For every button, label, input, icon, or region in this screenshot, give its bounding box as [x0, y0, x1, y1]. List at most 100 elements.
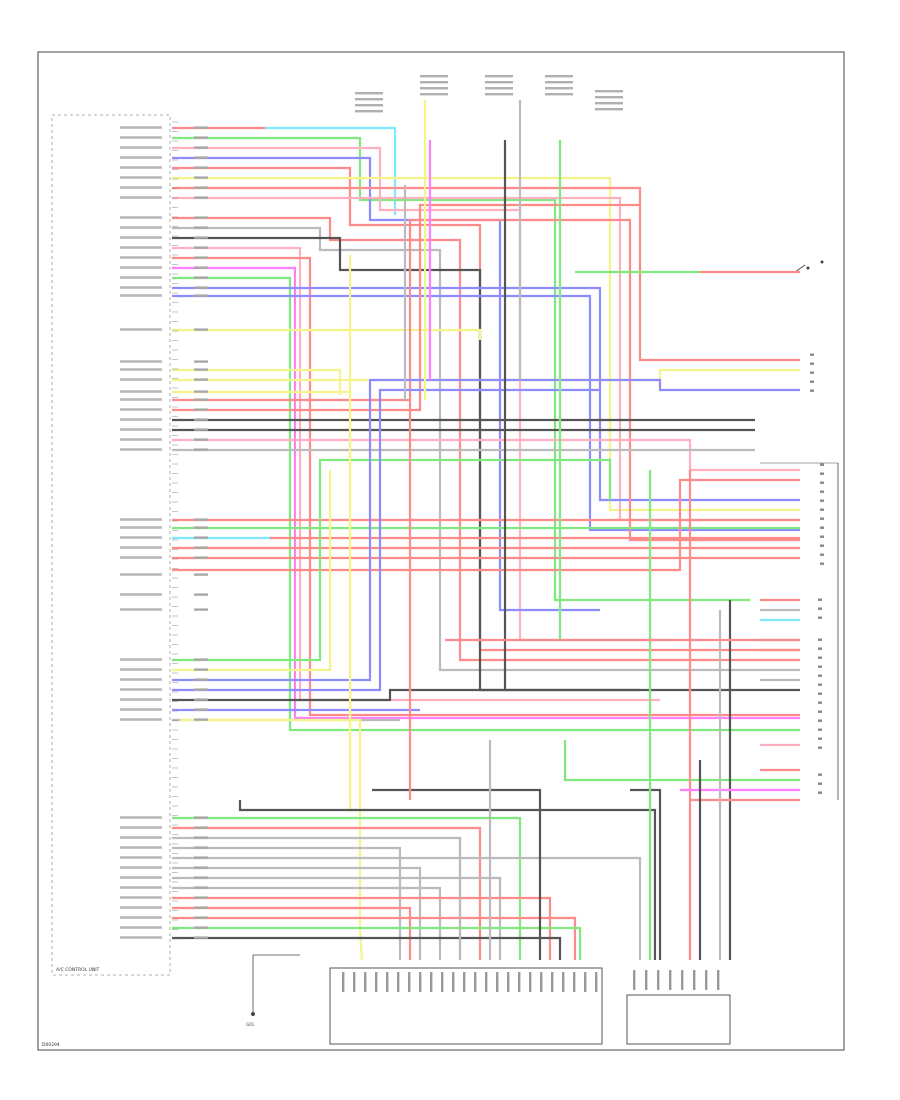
wire-code-mark: [194, 176, 208, 179]
right-pin-mark: [820, 517, 824, 520]
right-pin-mark: [818, 692, 822, 695]
right-pin-mark: [818, 737, 822, 740]
wire-red-5: [172, 166, 800, 652]
fuse-label-mark: [355, 110, 383, 113]
wire-code-mark: [194, 408, 208, 411]
fuse-label-mark: [545, 81, 573, 84]
pin-label-mark: [120, 698, 162, 701]
wire-code-mark: [194, 390, 208, 393]
right-pin-mark: [820, 499, 824, 502]
fuse-label-mark: [595, 90, 623, 93]
right-pin-mark: [818, 710, 822, 713]
bottom-pin-mark: [657, 970, 660, 990]
pin-label-mark: [120, 936, 162, 939]
pin-label-mark: [120, 448, 162, 451]
wire-blue-37: [172, 378, 800, 682]
wire-code-mark: [194, 668, 208, 671]
wire-code-mark: [194, 546, 208, 549]
wire-red-34: [172, 478, 800, 572]
wire-code-mark: [194, 518, 208, 521]
pin-label-mark: [120, 368, 162, 371]
pin-label-mark: [120, 608, 162, 611]
wire-yellow-19: [172, 368, 342, 395]
wire-code-mark: [194, 328, 208, 331]
bottom-pin-mark: [540, 972, 543, 992]
wire-code-mark: [194, 678, 208, 681]
pin-label-mark: [120, 906, 162, 909]
bottom-pin-mark: [633, 970, 636, 990]
bottom-pin-mark: [507, 972, 510, 992]
pin-label-mark: [120, 856, 162, 859]
right-pin-mark: [818, 791, 822, 794]
bottom-pin-mark: [452, 972, 455, 992]
pin-label-mark: [120, 360, 162, 363]
wire-pink-12: [172, 246, 660, 702]
wire-code-mark: [194, 886, 208, 889]
fuse-label-mark: [485, 87, 513, 90]
wire-cyan-1: [265, 126, 397, 215]
wire-red-53: [172, 916, 577, 960]
wire-yellow-6: [172, 176, 800, 512]
pin-label-mark: [120, 536, 162, 539]
wire-yellow-20: [172, 368, 800, 382]
pin-label-mark: [120, 668, 162, 671]
wire-code-mark: [194, 448, 208, 451]
wire-green-60: [563, 740, 800, 782]
pin-label-mark: [120, 846, 162, 849]
pin-label-mark: [120, 836, 162, 839]
fuse-label-mark: [355, 98, 383, 101]
wire-pink-26: [172, 438, 800, 472]
fuse-label-mark: [485, 93, 513, 96]
bottom-pin-mark: [353, 972, 356, 992]
pin-label-mark: [120, 196, 162, 199]
wire-code-mark: [194, 216, 208, 219]
wire-code-mark: [194, 536, 208, 539]
pin-label-mark: [120, 546, 162, 549]
right-pin-mark: [818, 665, 822, 668]
bottom-pin-mark: [441, 972, 444, 992]
wire-gray-10: [172, 226, 800, 672]
pin-label-mark: [120, 418, 162, 421]
wire-code-mark: [194, 658, 208, 661]
right-pin-mark: [820, 463, 824, 466]
right-pin-mark: [820, 526, 824, 529]
bottom-pin-mark: [529, 972, 532, 992]
bottom-pin-mark: [342, 972, 345, 992]
fuse-label-mark: [485, 81, 513, 84]
wire-gray-50: [172, 886, 442, 960]
wire-code-mark: [194, 136, 208, 139]
pin-label-mark: [120, 866, 162, 869]
pin-rows-layer: [120, 121, 824, 992]
pin-label-mark: [120, 438, 162, 441]
pin-label-mark: [120, 428, 162, 431]
wire-red-9: [172, 216, 800, 662]
wire-gray-48: [172, 866, 422, 960]
pin-label-mark: [120, 916, 162, 919]
fuse-label-mark: [595, 96, 623, 99]
pin-label-mark: [120, 390, 162, 393]
wire-code-mark: [194, 836, 208, 839]
wire-gray-46: [172, 846, 402, 960]
bottom-pin-mark: [430, 972, 433, 992]
wire-code-mark: [194, 368, 208, 371]
fuse-label-mark: [420, 75, 448, 78]
wire-yellow-42: [180, 718, 364, 961]
wire-red-52: [172, 906, 412, 960]
pin-label-mark: [120, 176, 162, 179]
ground-label: G01: [246, 1022, 255, 1027]
pin-label-mark: [120, 226, 162, 229]
right-pin-mark: [810, 371, 814, 374]
bottom-pin-mark: [693, 970, 696, 990]
bottom-module-b-box: [626, 994, 731, 1045]
bottom-pin-mark: [705, 970, 708, 990]
right-pin-mark: [818, 701, 822, 704]
pin-label-mark: [120, 266, 162, 269]
right-pin-mark: [820, 472, 824, 475]
wire-red-7: [172, 186, 800, 362]
wire-green-15: [172, 276, 800, 732]
pin-label-mark: [120, 518, 162, 521]
pin-label-mark: [120, 156, 162, 159]
wire-yellow-18: [172, 328, 482, 340]
wire-code-mark: [194, 294, 208, 297]
pin-label-mark: [120, 876, 162, 879]
